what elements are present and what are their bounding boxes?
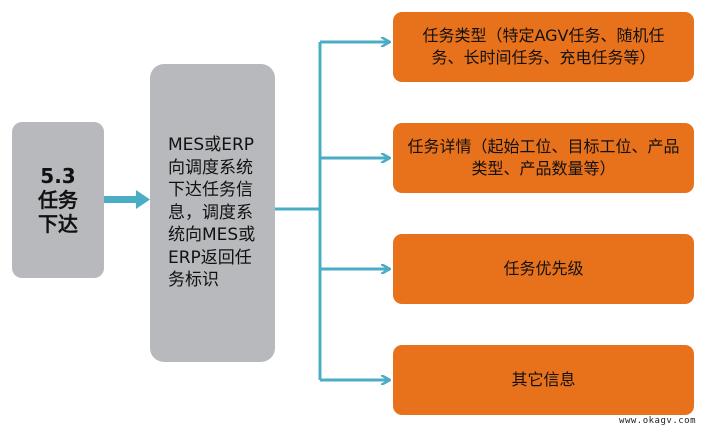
source-title-line2: 下达 bbox=[38, 212, 78, 236]
branch-connectors bbox=[275, 42, 389, 380]
item-task-type: 任务类型（特定AGV任务、随机任务、长时间任务、充电任务等） bbox=[393, 12, 694, 82]
item-task-detail-label: 任务详情（起始工位、目标工位、产品类型、产品数量等） bbox=[407, 137, 680, 178]
source-section-number: 5.3 bbox=[40, 164, 76, 188]
description-box: MES或ERP向调度系统下达任务信息，调度系统向MES或ERP返回任务标识 bbox=[150, 64, 275, 362]
item-other-info-label: 其它信息 bbox=[511, 370, 576, 389]
source-title-line1: 任务 bbox=[38, 188, 78, 212]
item-task-priority: 任务优先级 bbox=[393, 234, 694, 304]
item-other-info: 其它信息 bbox=[393, 345, 694, 415]
item-task-priority-label: 任务优先级 bbox=[503, 259, 584, 278]
item-task-detail: 任务详情（起始工位、目标工位、产品类型、产品数量等） bbox=[393, 123, 694, 193]
source-box: 5.3 任务 下达 bbox=[12, 122, 104, 278]
description-text: MES或ERP向调度系统下达任务信息，调度系统向MES或ERP返回任务标识 bbox=[168, 135, 256, 291]
watermark-text: www.okagv.com bbox=[619, 416, 696, 427]
main-arrow bbox=[104, 190, 150, 209]
item-task-type-label: 任务类型（特定AGV任务、随机任务、长时间任务、充电任务等） bbox=[422, 26, 665, 67]
